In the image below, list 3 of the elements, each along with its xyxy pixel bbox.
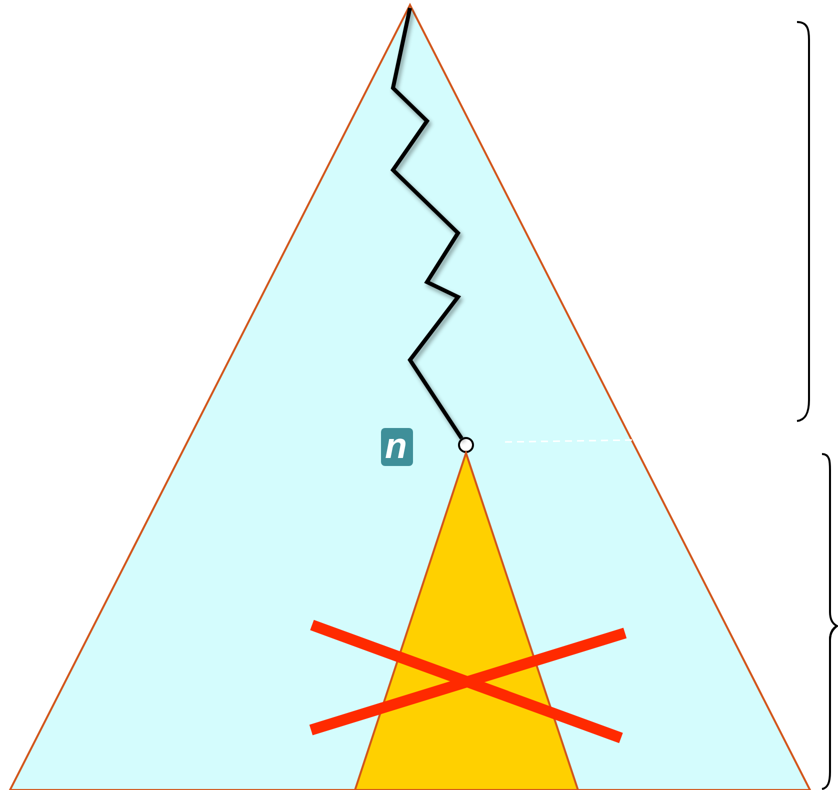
search-path	[390, 8, 464, 440]
node-label: n	[381, 428, 413, 466]
tree-node-circle	[458, 437, 474, 453]
